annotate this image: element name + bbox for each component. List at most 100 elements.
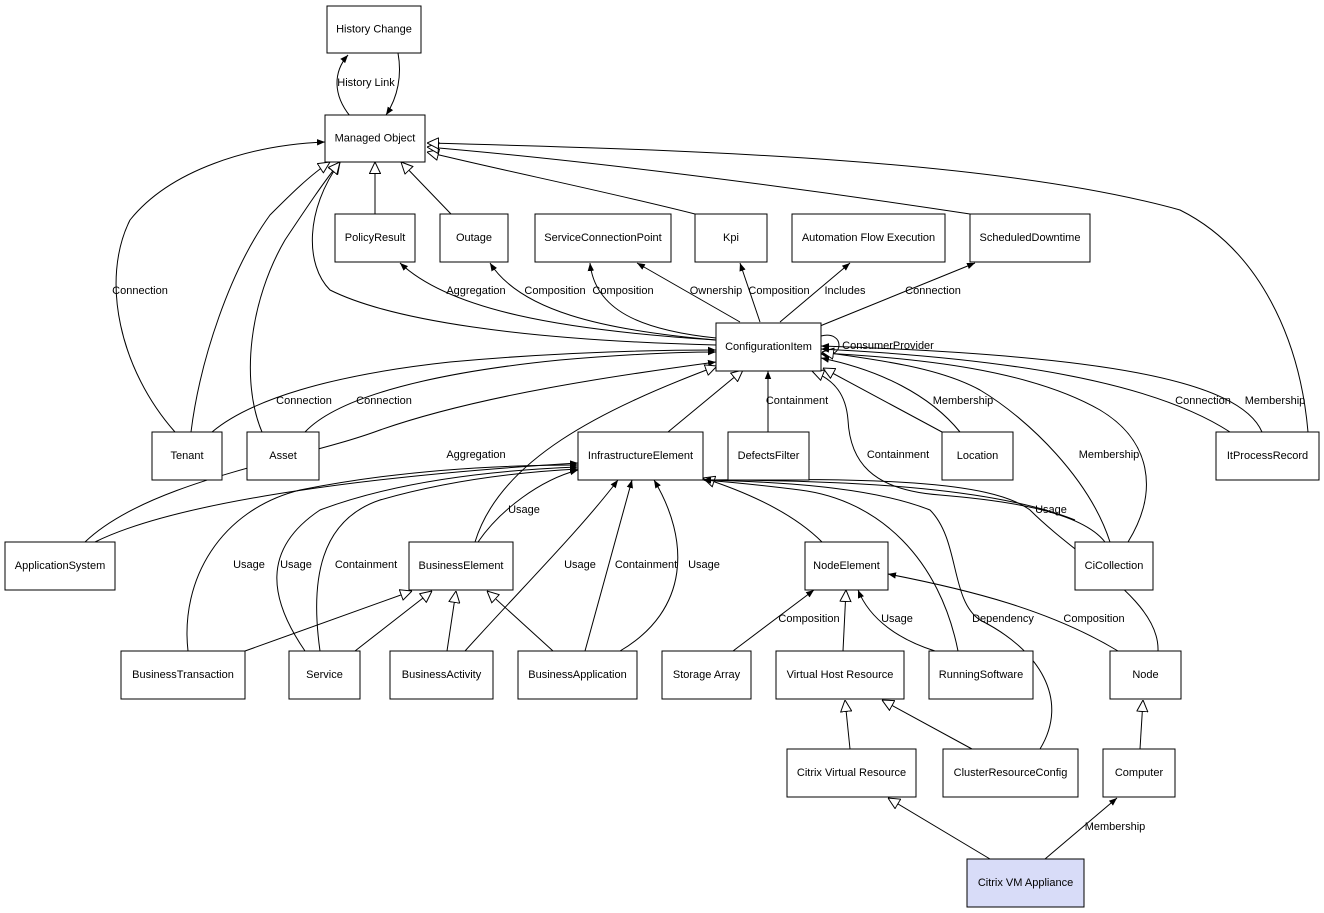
node-defects-filter[interactable]: DefectsFilter [727,431,810,481]
node-business-activity[interactable]: BusinessActivity [389,650,494,700]
label-usage-running-software: Usage [881,613,913,625]
edge-businessactivity-usage-ie [464,479,619,652]
edge-clusterresourceconfig-inherits-vhr [882,700,973,750]
node-virtual-host-resource[interactable]: Virtual Host Resource [775,650,905,700]
node-business-transaction[interactable]: BusinessTransaction [120,650,246,700]
node-tenant[interactable]: Tenant [151,431,223,481]
node-business-application[interactable]: BusinessApplication [517,650,638,700]
node-node-element-label: NodeElement [813,560,880,572]
label-dependency-cluster: Dependency [972,613,1034,625]
label-containment-service: Containment [335,559,397,571]
edge-outage-inherits-managedobject [401,162,452,215]
edge-ci-connection-scheduleddowntime [819,262,976,327]
node-kpi-label: Kpi [723,232,739,244]
label-connection-tenant-mo: Connection [112,285,168,297]
node-storage-array-label: Storage Array [673,669,741,681]
node-business-element[interactable]: BusinessElement [408,541,514,591]
node-citrix-virtual-resource-label: Citrix Virtual Resource [797,767,906,779]
node-cluster-resource-config[interactable]: ClusterResourceConfig [942,748,1079,798]
node-infrastructure-element[interactable]: InfrastructureElement [577,431,704,481]
node-service-label: Service [306,669,343,681]
edge-tenant-connection-managedobject [115,139,326,433]
node-citrix-virtual-resource[interactable]: Citrix Virtual Resource [786,748,917,798]
edge-runningsoftware-usage-ne [857,589,936,652]
edge-businessapplication-containment-ie [584,479,633,652]
node-outage[interactable]: Outage [439,213,509,263]
node-configuration-item[interactable]: ConfigurationItem [715,322,822,372]
node-node-element[interactable]: NodeElement [804,541,889,591]
node-ci-collection-label: CiCollection [1085,560,1144,572]
label-composition-storage: Composition [778,613,839,625]
node-computer-label: Computer [1115,767,1164,779]
label-membership-location: Membership [933,395,994,407]
label-composition-kpi: Composition [748,285,809,297]
node-storage-array[interactable]: Storage Array [661,650,752,700]
node-asset-label: Asset [269,450,297,462]
label-usage-business-activity: Usage [564,559,596,571]
node-managed-object[interactable]: Managed Object [324,114,426,163]
node-business-transaction-label: BusinessTransaction [132,669,234,681]
edge-businesselement-inherits-ci [474,366,717,543]
edge-service-containment-ie [316,466,579,652]
edge-citrixvmappliance-membership-computer [1044,797,1118,860]
edge-location-inherits-ci [823,368,943,433]
node-ci-collection[interactable]: CiCollection [1074,541,1154,591]
edge-labels: History Link Connection Aggregation Comp… [112,77,1305,833]
label-composition-node: Composition [1063,613,1124,625]
node-asset[interactable]: Asset [246,431,320,481]
edge-tenant-connection-ci [211,346,717,433]
edge-businesstransaction-usage-ie [186,461,579,652]
node-service[interactable]: Service [288,650,361,700]
label-containment-business-application: Containment [615,559,677,571]
node-it-process-record[interactable]: ItProcessRecord [1215,431,1320,481]
edge-businessapplication-inherits-be [487,591,554,652]
node-history-change[interactable]: History Change [326,5,422,54]
node-service-connection-point[interactable]: ServiceConnectionPoint [534,213,672,263]
label-connection-itpr: Connection [1175,395,1231,407]
node-kpi[interactable]: Kpi [694,213,768,263]
node-running-software[interactable]: RunningSoftware [928,650,1034,700]
node-node[interactable]: Node [1109,650,1182,700]
node-citrix-vm-appliance[interactable]: Citrix VM Appliance [966,858,1085,908]
node-outage-label: Outage [456,232,492,244]
edge-nodeelement-inherits-ie [703,478,823,543]
node-policy-result-label: PolicyResult [345,232,406,244]
node-tenant-label: Tenant [170,450,203,462]
edge-cicollection-membership-ci [820,350,1147,543]
edge-businesstransaction-inherits-be [244,591,412,652]
label-usage-business-transaction: Usage [233,559,265,571]
edge-cicollection-inherits-ci [822,352,1111,543]
node-business-application-label: BusinessApplication [528,669,626,681]
node-policy-result[interactable]: PolicyResult [334,213,416,263]
node-scheduled-downtime[interactable]: ScheduledDowntime [969,213,1091,263]
nodes: History Change Managed Object PolicyResu… [4,5,1320,908]
node-scheduled-downtime-label: ScheduledDowntime [980,232,1081,244]
edge-history-link-up [336,54,351,117]
node-location[interactable]: Location [941,431,1014,481]
edge-scheduleddowntime-inherits-managedobject [427,147,971,215]
edge-runningsoftware-usage-ie [702,477,959,652]
edge-asset-inherits-managedobject [249,162,340,433]
edge-itprocessrecord-membership-ci [820,343,1263,433]
label-composition-scp: Composition [592,285,653,297]
edge-service-usage-ie [276,464,579,652]
node-automation-flow-execution[interactable]: Automation Flow Execution [791,213,946,263]
edge-itprocessrecord-inherits-managedobject [427,143,1309,433]
edge-applicationsystem-aggregation-ci [84,359,717,543]
node-location-label: Location [957,450,999,462]
node-cluster-resource-config-label: ClusterResourceConfig [954,767,1068,779]
label-connection-sd: Connection [905,285,961,297]
label-connection-tenant-ci: Connection [276,395,332,407]
node-application-system[interactable]: ApplicationSystem [4,541,116,591]
node-virtual-host-resource-label: Virtual Host Resource [787,669,894,681]
edge-ci-composition-scp [587,262,717,339]
edge-configurationitem-inherits-managedobject [311,162,717,346]
node-business-element-label: BusinessElement [419,560,504,572]
node-defects-filter-label: DefectsFilter [738,450,800,462]
node-history-change-label: History Change [336,23,412,35]
edge-node-to-ie [702,476,1159,652]
edge-ci-ownership-scp [636,262,741,323]
node-computer[interactable]: Computer [1102,748,1176,798]
edge-ci-aggregation-policyresult [399,262,717,341]
label-containment-cicollection: Containment [867,449,929,461]
